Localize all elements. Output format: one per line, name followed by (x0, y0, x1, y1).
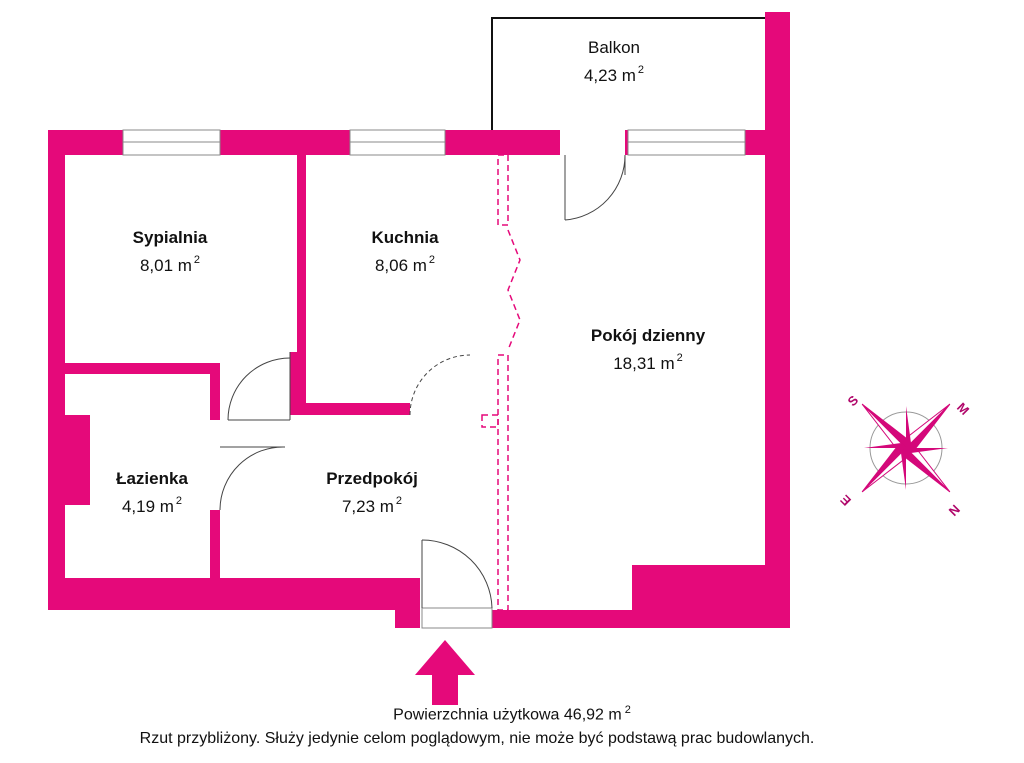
compass-label-m: M (954, 400, 972, 418)
compass-label-e: E (837, 492, 854, 509)
doors (219, 154, 626, 609)
disclaimer: Rzut przybliżony. Służy jedynie celom po… (139, 730, 815, 747)
entrance-arrow-icon (415, 640, 475, 705)
balcony-outline (491, 17, 765, 130)
sliding-partition (481, 154, 521, 611)
windows (122, 129, 746, 629)
compass-rose: S M N E (837, 392, 972, 519)
compass-label-s: S (844, 392, 861, 409)
compass-label-n: N (946, 502, 963, 519)
walls (48, 12, 790, 628)
